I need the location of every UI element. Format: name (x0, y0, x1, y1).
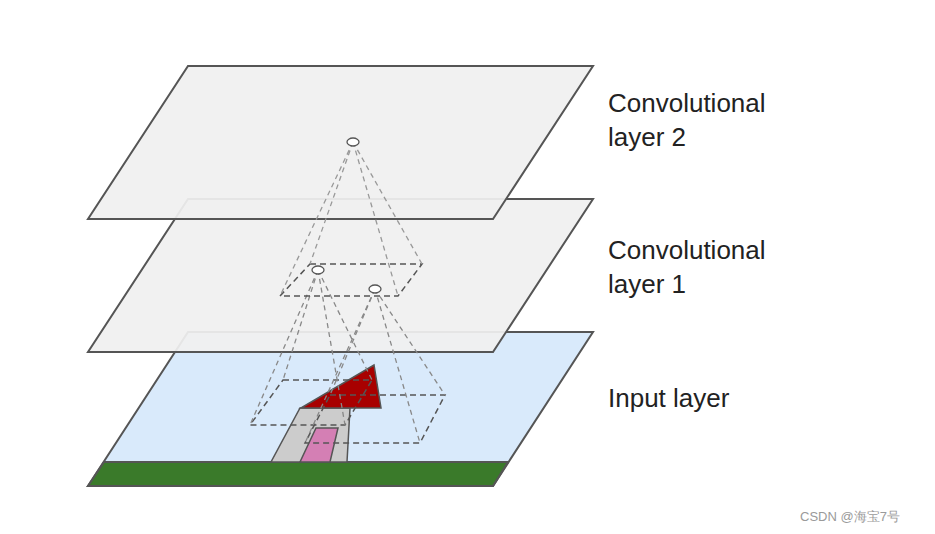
house-door (300, 428, 338, 462)
layer-label: Convolutional layer 1 (608, 233, 818, 301)
grass-strip (88, 462, 508, 486)
input-plane (88, 332, 593, 486)
layer-label: Convolutional layer 2 (608, 86, 818, 154)
receptive-field (250, 380, 372, 425)
conv1-plane (88, 199, 593, 352)
receptive-field (305, 395, 445, 443)
watermark: CSDN @海宝7号 (800, 509, 900, 525)
house-roof (301, 365, 381, 408)
neuron (369, 285, 381, 293)
layer-label: Input layer (608, 381, 818, 415)
conv2-plane (88, 66, 593, 219)
receptive-field (280, 264, 422, 296)
house-body (271, 408, 350, 462)
neuron (347, 138, 359, 146)
neuron (312, 266, 324, 274)
